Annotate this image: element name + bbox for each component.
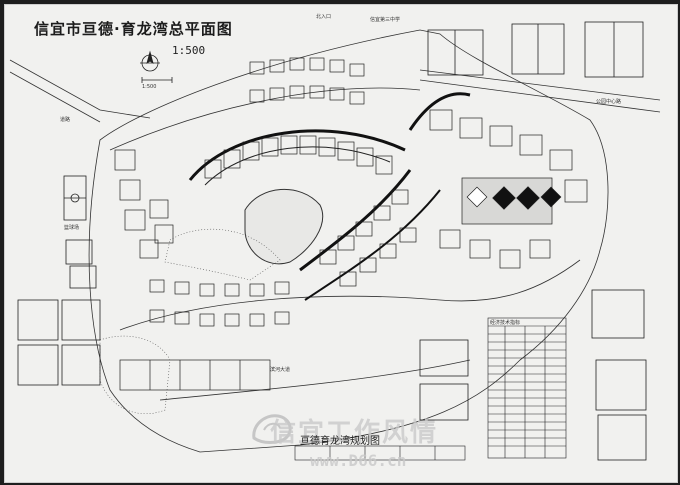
watermark-logo-icon	[252, 414, 292, 444]
site-boundary	[88, 29, 609, 453]
table-header: 经济技术指标	[490, 320, 521, 326]
inner-road-3	[159, 359, 471, 401]
watermark-text: 信宜工作风情	[270, 418, 439, 448]
building-group-west	[114, 149, 174, 259]
central-green	[244, 189, 324, 265]
watermark-url: www.D66.cn	[310, 451, 407, 470]
scale-bar	[141, 77, 173, 83]
park-dotted-southwest	[99, 335, 171, 414]
plan-title: 信宜市亘德·育龙湾总平面图	[34, 20, 233, 38]
north-arrow-icon	[140, 50, 160, 72]
right-road-label: 公园中心路	[596, 99, 622, 105]
indicator-table	[487, 317, 567, 459]
top-right-boundary	[408, 92, 471, 131]
plan-sheet	[4, 4, 678, 483]
unit-plans-middle	[419, 339, 469, 421]
north-road-label: 北入口	[316, 14, 332, 20]
building-row-top	[249, 57, 365, 105]
unit-plans-left	[17, 239, 101, 386]
legend-caption: 亘德育龙湾规划图	[300, 436, 380, 447]
road-right-out-2	[419, 79, 661, 113]
north-arc-boundary	[188, 129, 406, 181]
building-row-east	[319, 189, 417, 287]
plan-scale: 1:500	[172, 44, 206, 57]
building-row-south-1	[149, 279, 290, 327]
east-plaza	[461, 177, 562, 225]
unit-plans-right	[591, 289, 647, 461]
inner-road-1	[109, 87, 421, 151]
left-road-label: 道路	[60, 117, 71, 123]
legend-bar	[294, 445, 466, 461]
building-group-east	[429, 109, 588, 269]
east-arm-2	[304, 189, 441, 301]
park-dotted-area	[164, 228, 281, 281]
road-left-out-2	[9, 71, 101, 123]
scale-bar-label: 1:500	[142, 84, 157, 90]
basketball-court	[63, 175, 87, 221]
basketball-label: 篮球场	[64, 225, 80, 231]
north-arc-inner	[204, 146, 391, 186]
inner-road-2	[119, 259, 581, 331]
unit-plans-top	[427, 21, 644, 78]
building-row-north	[204, 135, 393, 179]
road-left-out	[9, 59, 151, 119]
building-row-south-2	[119, 359, 271, 391]
school-label: 信宜第三中学	[370, 17, 401, 23]
east-arm-boundary	[299, 169, 412, 272]
bottom-road-label: 滨河大道	[270, 367, 291, 373]
